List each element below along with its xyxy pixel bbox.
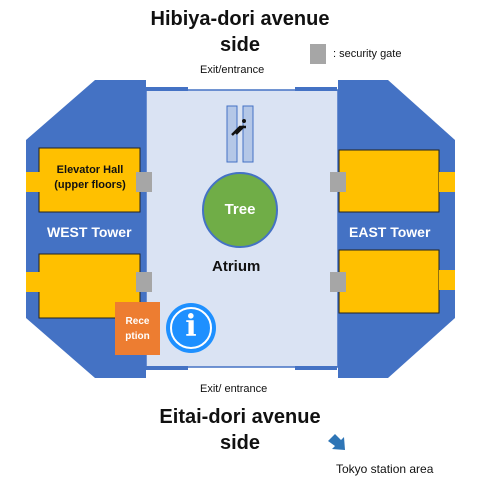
tree-circle xyxy=(202,172,278,248)
arrow-icon xyxy=(328,434,345,450)
security-gate xyxy=(136,272,152,292)
west-tower-label: WEST Tower xyxy=(47,224,132,240)
security-gate xyxy=(330,172,346,192)
bottom-exit-label: Exit/ entrance xyxy=(200,383,268,395)
exit-door-bottom-left xyxy=(146,366,188,370)
security-gate xyxy=(136,172,152,192)
exit-door-top-right xyxy=(295,87,337,91)
security-gate-legend-swatch xyxy=(310,44,326,64)
hibiya-side-title: Hibiya-dori avenue side xyxy=(150,8,330,56)
west-hall-notch-upper xyxy=(26,172,40,192)
atrium-label: Atrium xyxy=(212,258,261,275)
exit-door-bottom-right xyxy=(295,366,337,370)
reception-desk: Rece ption xyxy=(115,302,160,355)
tokyo-station-direction-label: Tokyo station area xyxy=(336,462,434,476)
security-gate-legend-label: : security gate xyxy=(333,48,402,60)
security-gate xyxy=(330,272,346,292)
information-glyph: i xyxy=(185,309,197,344)
information-icon xyxy=(166,303,216,353)
east-hall-notch-lower xyxy=(439,270,455,290)
east-elevator-hall-lower xyxy=(338,249,440,314)
east-elevator-hall-upper xyxy=(338,149,440,213)
tree-label: Tree xyxy=(224,201,256,218)
top-exit-label: Exit/entrance xyxy=(200,64,265,76)
eitai-side-title: Eitai-dori avenue side xyxy=(159,406,321,454)
elevator-hall-label: Elevator Hall (upper floors) xyxy=(54,164,126,191)
west-hall-notch-lower xyxy=(26,272,40,292)
east-tower-label: EAST Tower xyxy=(349,224,431,240)
east-hall-notch-upper xyxy=(439,172,455,192)
escalator-icon xyxy=(226,105,254,163)
exit-door-top-left xyxy=(146,87,188,91)
